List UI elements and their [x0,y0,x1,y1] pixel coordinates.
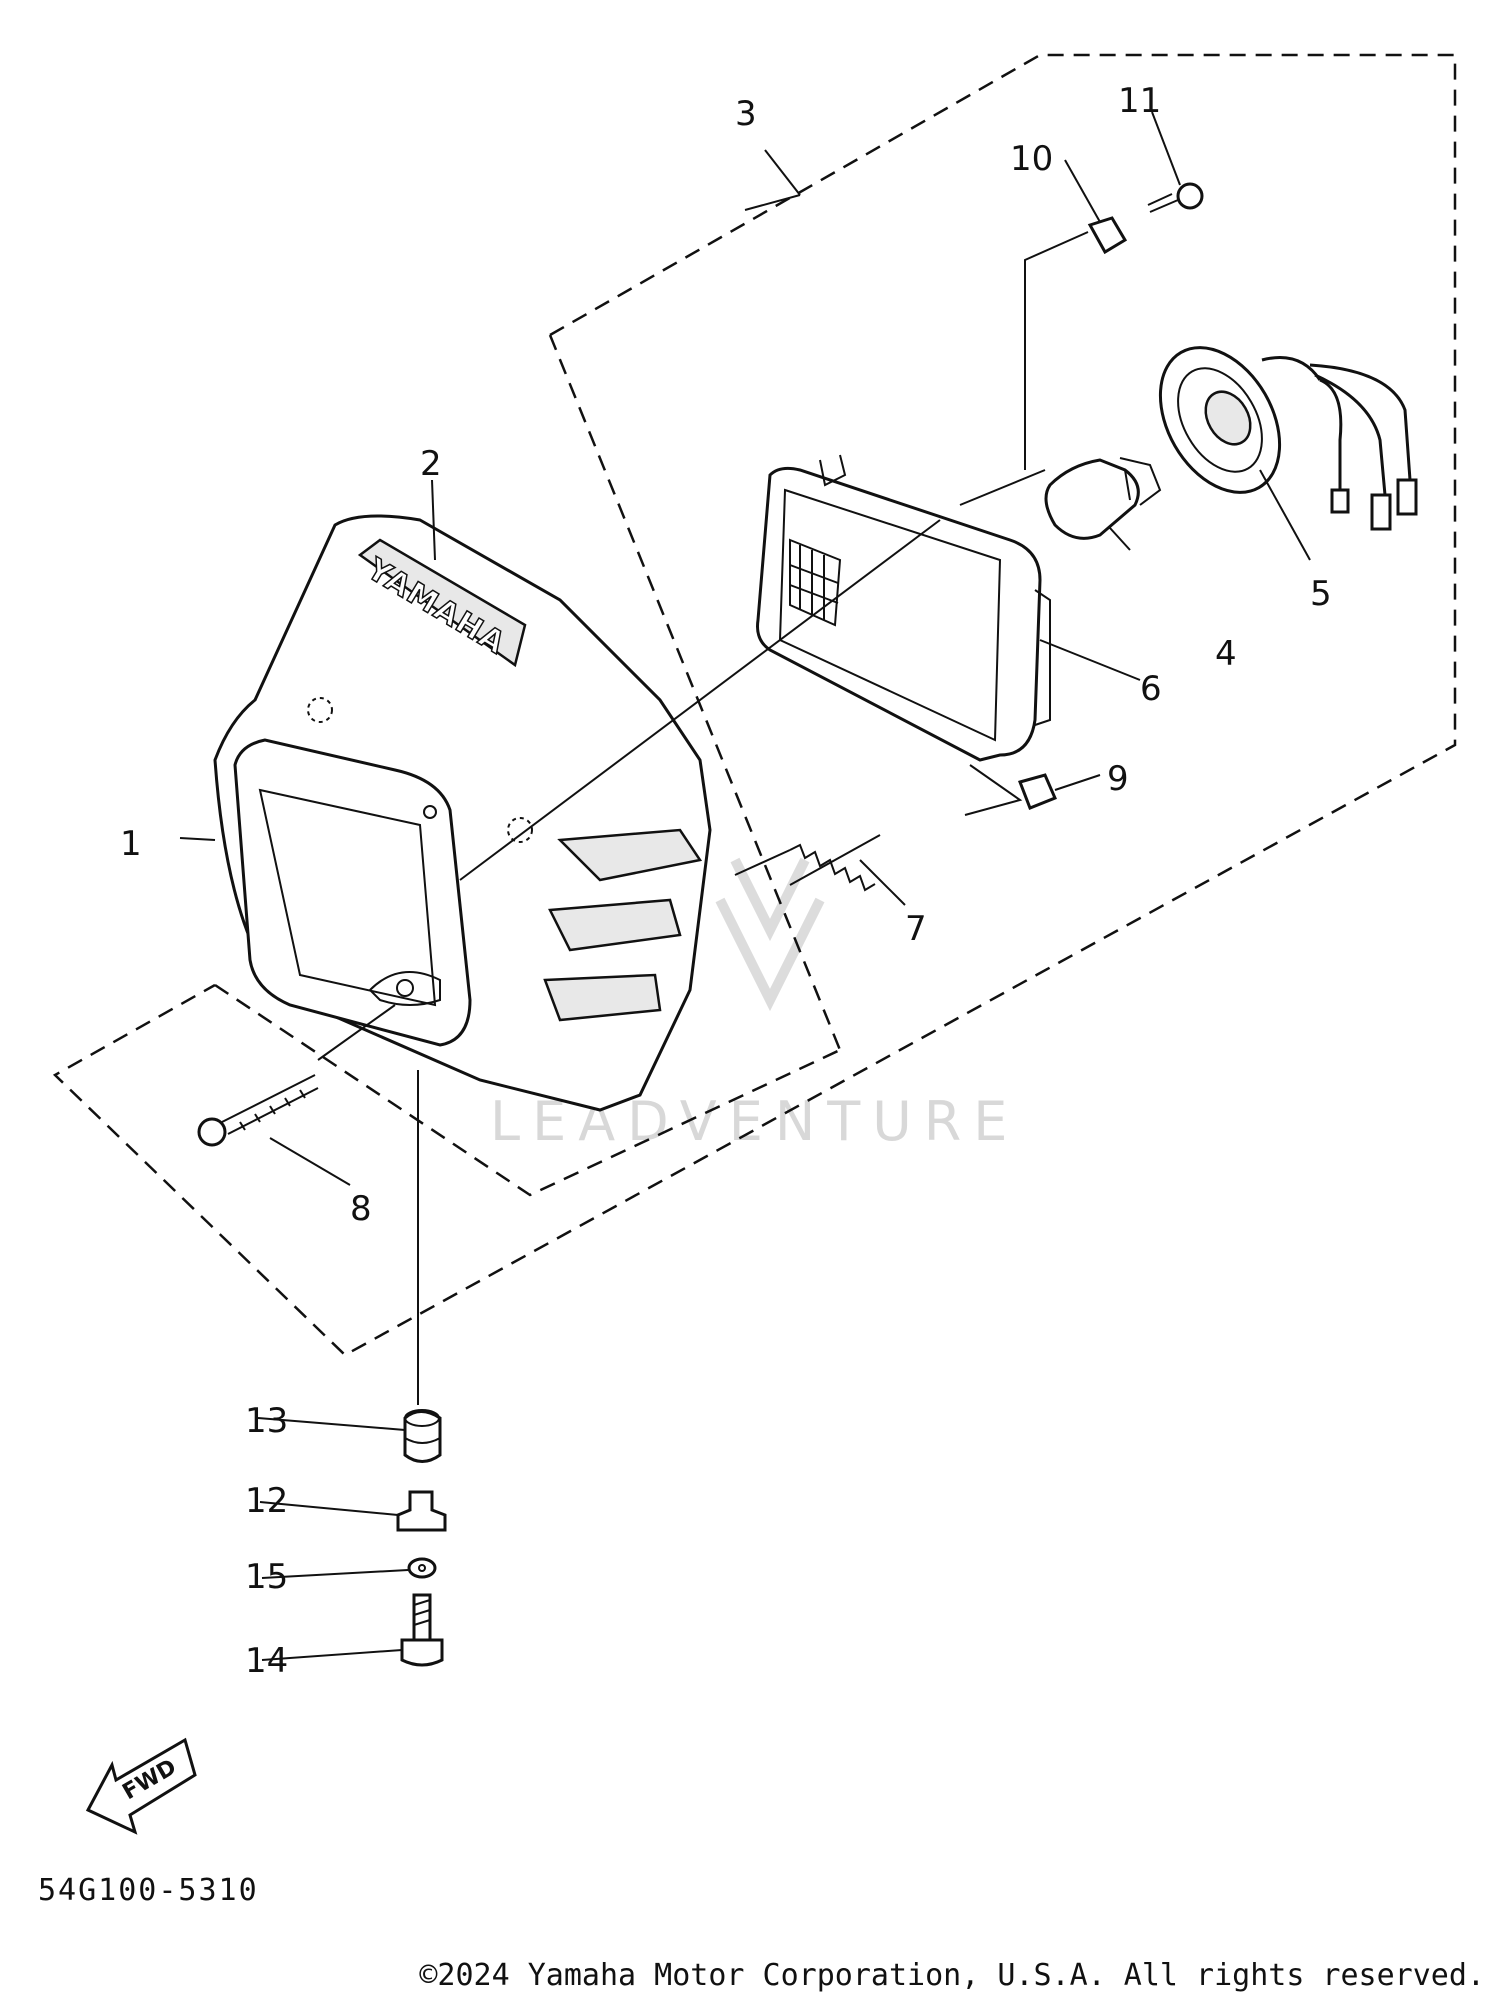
forward-direction-arrow: FWD [85,1737,197,1835]
headlight-cowl [213,514,712,1112]
part-label-6: 6 [1140,669,1162,709]
part-label-9: 9 [1107,759,1129,799]
part-label-14: 14 [245,1641,288,1681]
part-label-5: 5 [1310,574,1332,614]
diagram-code: 54G100-5310 [38,1873,259,1908]
adjusting-spring [789,834,881,892]
part-label-13: 13 [245,1401,288,1441]
part-label-7: 7 [905,909,927,949]
part-label-15: 15 [245,1557,288,1597]
part-label-12: 12 [245,1481,288,1521]
collar-12 [396,1490,447,1532]
headlight-bulb [1044,457,1162,540]
bolt-8 [197,1074,319,1147]
bolt-14 [400,1593,444,1667]
lower-dashed-outline [214,983,841,1197]
part-label-3: 3 [735,94,757,134]
assembly-boundary-outline [52,53,1457,1357]
part-label-11: 11 [1118,81,1161,121]
part-label-4: 4 [1215,634,1237,674]
part-label-1: 1 [120,824,142,864]
bulb-socket-boot [1158,346,1418,531]
part-label-2: 2 [420,444,442,484]
headlight-unit [756,454,1051,762]
nut-10 [1087,216,1128,255]
washer-15 [407,1557,437,1579]
copyright-notice: ©2024 Yamaha Motor Corporation, U.S.A. A… [419,1958,1485,1993]
grommet-13 [403,1409,442,1463]
part-label-10: 10 [1010,139,1053,179]
part-label-8: 8 [350,1189,372,1229]
clip-nut-9 [1018,773,1057,810]
part-labels: 1 2 3 4 5 6 7 8 9 10 11 12 13 14 15 [120,81,1332,1681]
screw-11 [1147,182,1204,213]
leader-lines [179,111,1311,1661]
